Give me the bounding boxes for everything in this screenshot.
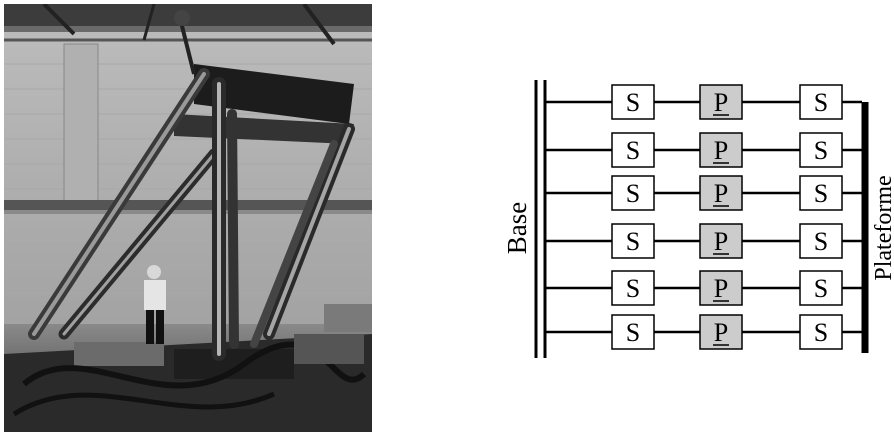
spherical-joint-box [799, 84, 843, 120]
spherical-joint-box [611, 270, 655, 306]
prismatic-joint-label: P [714, 318, 728, 347]
prismatic-joint-box [699, 314, 743, 350]
prismatic-joint-box [699, 270, 743, 306]
spherical-joint-label: S [626, 179, 640, 208]
prismatic-joint-label: P [714, 179, 728, 208]
spherical-joint-box [799, 175, 843, 211]
spherical-joint-label: S [626, 274, 640, 303]
spherical-joint-box [799, 270, 843, 306]
spherical-joint-box [611, 314, 655, 350]
spherical-joint-box [611, 175, 655, 211]
spherical-joint-label: S [626, 88, 640, 117]
prismatic-joint-box [699, 132, 743, 168]
spherical-joint-box [611, 132, 655, 168]
hexapod-photo [4, 4, 372, 432]
prismatic-joint-box [699, 175, 743, 211]
spherical-joint-label: S [814, 136, 828, 165]
spherical-joint-label: S [626, 318, 640, 347]
spherical-joint-label: S [814, 179, 828, 208]
prismatic-joint-box [699, 223, 743, 259]
spherical-joint-label: S [814, 88, 828, 117]
spherical-joint-box [799, 223, 843, 259]
spherical-joint-label: S [814, 318, 828, 347]
prismatic-joint-box [699, 84, 743, 120]
spherical-joint-box [611, 223, 655, 259]
spherical-joint-label: S [626, 227, 640, 256]
spherical-joint-box [799, 132, 843, 168]
spherical-joint-box [611, 84, 655, 120]
spherical-joint-label: S [814, 274, 828, 303]
prismatic-joint-label: P [714, 88, 728, 117]
prismatic-joint-label: P [714, 274, 728, 303]
spherical-joint-label: S [814, 227, 828, 256]
spherical-joint-box [799, 314, 843, 350]
platform-label: Plateforme [871, 175, 894, 280]
spherical-joint-label: S [626, 136, 640, 165]
prismatic-joint-label: P [714, 227, 728, 256]
base-label: Base [502, 202, 532, 255]
prismatic-joint-label: P [714, 136, 728, 165]
